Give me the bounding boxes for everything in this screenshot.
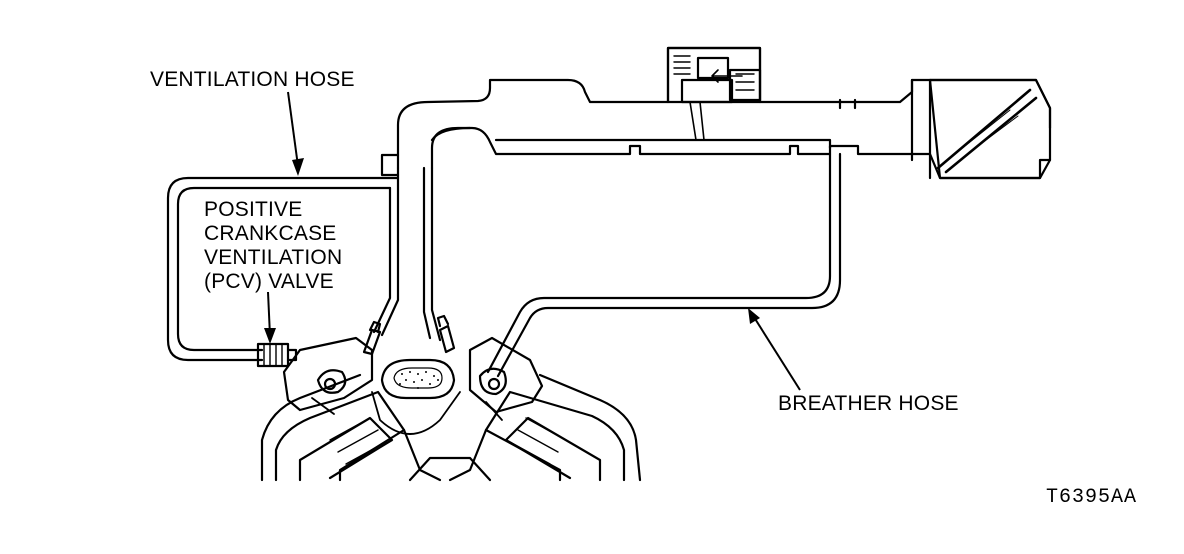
- left-rocker-pivot: [323, 377, 337, 391]
- ventilation-hose-inner: [176, 186, 392, 352]
- duct-clamp-right: [910, 78, 932, 180]
- duct-clamp-left: [380, 153, 400, 177]
- pcv-valve-label-line-2: CRANKCASE: [204, 222, 337, 245]
- iac-stem: [689, 101, 705, 141]
- throttle-plate-hatch: [959, 109, 1019, 153]
- engine-right-head: [468, 336, 544, 414]
- spark-plug-left: [362, 320, 382, 356]
- pcv-valve-label-line-4: (PCV) VALVE: [204, 270, 334, 293]
- ventilation-hose-label: VENTILATION HOSE: [150, 68, 355, 91]
- engine-left-head: [282, 336, 374, 412]
- engine-right-piston: [509, 417, 567, 465]
- right-pushrod: [485, 401, 503, 421]
- engine-right-cylinder: [504, 416, 602, 482]
- breather-hose-arrowhead: [748, 308, 760, 324]
- right-rocker: [478, 367, 507, 396]
- plenum-inner-oval: [393, 367, 443, 389]
- right-rocker-pivot: [487, 377, 501, 391]
- engine-left-piston: [329, 417, 387, 465]
- engine-crank: [408, 456, 492, 482]
- duct-clamp-mid: [838, 98, 857, 110]
- throttle-body: [928, 78, 1052, 180]
- breather-hose-label: BREATHER HOSE: [778, 392, 959, 415]
- pcv-valve-body: [256, 342, 290, 368]
- iac-spring: [673, 55, 691, 75]
- engine-outer-block: [260, 373, 642, 482]
- breather-hose-leader: [751, 313, 801, 391]
- breather-hose-upper-outer: [430, 166, 442, 342]
- ventilation-hose-outer: [166, 176, 400, 362]
- intake-duct-upper-wall: [396, 46, 1052, 170]
- plenum-stipple: [399, 371, 439, 389]
- pcv-valve-label-line-3: VENTILATION: [204, 246, 343, 269]
- spark-plug-right: [436, 314, 456, 354]
- iac-body: [680, 78, 734, 104]
- engine-left-bank: [274, 390, 406, 482]
- engine-left-cylinder: [298, 416, 394, 482]
- breather-hose-drop-inner: [486, 152, 832, 374]
- left-rocker: [316, 369, 347, 394]
- left-pushrod: [311, 397, 335, 415]
- breather-hose-upper-inner: [422, 166, 432, 340]
- throttle-plate: [936, 88, 1038, 174]
- iac-connector-lines: [735, 73, 755, 91]
- vent-hose-drop-inner: [372, 186, 392, 334]
- pcv-valve-arrowhead: [264, 328, 276, 344]
- ventilation-hose-arrowhead: [292, 158, 304, 176]
- ventilation-hose-leader: [287, 91, 299, 167]
- pcv-valve-label-line-1: POSITIVE: [204, 198, 303, 221]
- iac-connector: [728, 68, 762, 102]
- engine-right-bank: [484, 390, 626, 482]
- plenum-stem: [371, 391, 461, 435]
- figure-code: T6395AA: [1046, 486, 1138, 509]
- vent-hose-drop-outer: [380, 166, 400, 337]
- breather-hose-drop-outer: [496, 152, 842, 378]
- plenum-oval: [380, 358, 456, 400]
- intake-duct-inner-line: [430, 126, 832, 150]
- pcv-valve-ridges: [263, 343, 283, 367]
- iac-arrow: [711, 69, 743, 83]
- intake-duct-lower-wall: [430, 126, 1052, 180]
